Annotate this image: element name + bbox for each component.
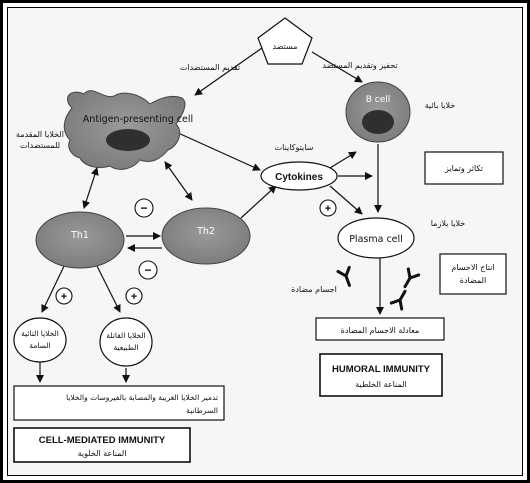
antigen-pentagon-shape — [257, 17, 313, 65]
plus-sign-tc-text: + — [61, 291, 67, 303]
minus-sign-upper-text: − — [140, 201, 147, 215]
arrow-apc-th2 — [164, 161, 193, 201]
plus-sign-nk-text: + — [131, 291, 137, 303]
plus-sign-tc — [55, 287, 73, 305]
cytokines-node: Cytokines — [260, 161, 338, 191]
cell-mediated-immunity-box: CELL-MEDIATED IMMUNITY المناعة الخلوية — [13, 427, 191, 463]
humoral-immunity-box: HUMORAL IMMUNITY المناعة الخلطية — [319, 353, 443, 397]
antigen-label: مستضد — [273, 42, 298, 51]
proliferation-box: تكاثر وتمايز — [424, 151, 504, 185]
minus-sign-upper — [134, 198, 154, 218]
b-cell-label-ar: خلايا بائية — [425, 101, 456, 110]
arrow-th1-to-nk — [95, 263, 121, 313]
plus-sign-nk — [125, 287, 143, 305]
arrow-th1-to-tc — [41, 261, 67, 313]
apc-label-ar-1: الخلايا المقدمة — [16, 130, 64, 139]
apc-label-ar-2: للمستضدات — [20, 141, 60, 150]
tc-cell-label-1: الخلايا التائية — [21, 329, 59, 338]
antibody-production-text-1: انتاج الاجسام — [451, 263, 494, 272]
arrow-cytokines-to-plasma — [329, 185, 363, 215]
cell-mediated-immunity-subtitle: المناعة الخلوية — [78, 449, 127, 458]
regulation-signs: − − + + + — [55, 198, 337, 305]
cell-destruction-text-2: السرطانية — [186, 406, 218, 415]
nk-cell-label-2: الطبيعية — [114, 343, 139, 352]
antibody-production-text-2: المضادة — [460, 276, 486, 285]
neutralization-box: معادلة الاجسام المضادة — [315, 317, 445, 341]
th1-node: Th1 — [35, 211, 125, 269]
cell-destruction-text-1: تدمير الخلايا الغريبة والمصابة بالفيروسا… — [66, 393, 218, 402]
proliferation-text: تكاثر وتمايز — [444, 164, 483, 173]
plasma-cell-label-ar: خلايا بلازما — [431, 219, 466, 228]
nk-cell-node: الخلايا القاتلة الطبيعية — [99, 317, 153, 367]
tc-cell-ellipse — [13, 317, 67, 363]
apc-node: Antigen-presenting cell — [63, 90, 193, 170]
arrow-th2-to-cytokines — [240, 185, 277, 219]
cell-destruction-box: تدمير الخلايا الغريبة والمصابة بالفيروسا… — [13, 385, 225, 421]
antibody-icon — [389, 289, 407, 311]
nk-cell-label-1: الخلايا القاتلة — [106, 331, 145, 340]
apc-nucleus — [106, 129, 150, 151]
apc-label: Antigen-presenting cell — [83, 114, 193, 125]
plasma-cell-ellipse — [337, 217, 415, 259]
cell-mediated-immunity-title: CELL-MEDIATED IMMUNITY — [39, 435, 166, 446]
antibody-icon — [403, 267, 421, 289]
cytokines-ellipse — [260, 161, 338, 191]
neutralization-text: معادلة الاجسام المضادة — [341, 326, 420, 335]
antibody-production-box: انتاج الاجسام المضادة — [439, 253, 507, 295]
tc-cell-node: الخلايا التائية السامة — [13, 317, 67, 363]
plus-sign-cytokines — [319, 199, 337, 217]
antigen-node: مستضد — [257, 17, 313, 65]
arrow-antigen-to-bcell — [311, 51, 363, 83]
th2-shape — [161, 207, 251, 265]
humoral-immunity-subtitle: المناعة الخلطية — [355, 380, 406, 389]
minus-sign-lower — [138, 260, 158, 280]
cytokines-label: Cytokines — [275, 172, 323, 183]
b-cell-node: B cell — [345, 81, 411, 143]
nk-cell-ellipse — [99, 317, 153, 367]
humoral-immunity-title: HUMORAL IMMUNITY — [332, 364, 431, 375]
arrows — [36, 47, 384, 383]
minus-sign-lower-text: − — [144, 263, 151, 277]
plasma-cell-label: Plasma cell — [349, 234, 403, 245]
arrow-apc-th1 — [82, 167, 99, 209]
antibody-icons — [336, 265, 421, 311]
th2-node: Th2 — [161, 207, 251, 265]
antibody-icon — [336, 265, 351, 287]
plasma-cell-node: Plasma cell — [337, 217, 415, 259]
tc-cell-label-2: السامة — [29, 341, 50, 350]
b-cell-label: B cell — [366, 95, 391, 105]
plus-sign-cytokines-text: + — [325, 203, 331, 215]
b-stimulation-label: تحفيز وتقديم المستضد — [322, 61, 397, 70]
arrow-cytokines-to-bcell — [329, 151, 357, 169]
th2-label: Th2 — [196, 226, 215, 237]
arrow-apc-to-cytokines — [175, 131, 261, 171]
antigen-presentation-label: تقديم المستضدات — [180, 63, 240, 72]
th1-shape — [35, 211, 125, 269]
antibodies-label: اجسام مضادة — [291, 285, 337, 294]
cytokines-label-ar: سايتوكاينات — [275, 143, 314, 152]
arrow-antigen-to-apc — [194, 47, 263, 96]
th1-label: Th1 — [70, 230, 89, 241]
b-cell-nucleus — [362, 110, 394, 134]
